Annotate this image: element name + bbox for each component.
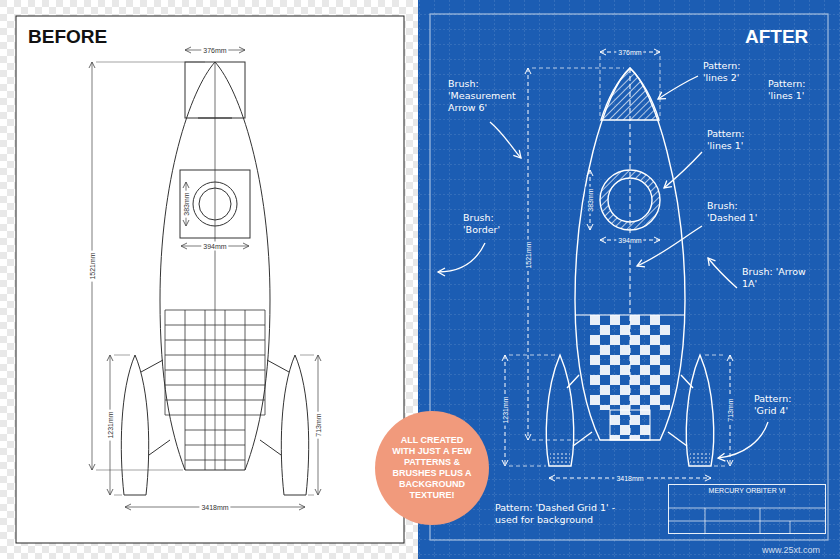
title-block-lines — [668, 508, 826, 534]
extension-line — [300, 355, 314, 495]
dimension-label: 376mm — [201, 46, 228, 55]
left-fin — [546, 355, 573, 466]
dimension-label: 383mm — [586, 186, 595, 213]
fin-dots — [550, 452, 570, 465]
plain-dimensions — [92, 50, 318, 507]
callout-arrow — [438, 243, 485, 272]
right-fin — [281, 355, 308, 495]
dimension-label: 376mm — [616, 48, 643, 57]
extension-line — [96, 62, 205, 470]
watermark: www.25xt.com — [762, 545, 820, 556]
dimension-label: 713mm — [314, 411, 323, 438]
callout-note: Brush: 'Dashed 1' — [707, 200, 773, 224]
body-grid — [165, 310, 265, 470]
callout-note: Brush: 'Arrow 1A' — [742, 266, 812, 290]
panel-heading: BEFORE — [28, 26, 107, 48]
plain-rocket — [121, 62, 308, 495]
rocket-body — [160, 62, 270, 470]
callout-note: Brush: 'Measurement Arrow 6' — [448, 78, 530, 114]
callout-arrows — [438, 76, 768, 458]
badge-fill — [375, 411, 489, 525]
extension-line — [705, 355, 726, 466]
extension-line — [509, 355, 555, 466]
callout-arrow — [718, 422, 768, 458]
blueprint-rocket — [546, 68, 713, 466]
rocket-body — [575, 68, 685, 440]
paper-sheet — [16, 16, 404, 543]
extension-line — [600, 56, 660, 118]
callout-arrow — [637, 226, 702, 266]
extension-line — [114, 355, 130, 495]
callout-arrow — [490, 122, 521, 158]
left-fin — [121, 355, 148, 495]
porthole-outer — [193, 182, 237, 226]
checker-section — [590, 315, 670, 410]
dimension-label: 1521mm — [524, 239, 533, 270]
callout-note: Pattern: 'lines 1' — [707, 128, 769, 152]
callout-note: Pattern: 'lines 2' — [703, 60, 765, 84]
title-text: MERCURY ORBITER VI — [709, 485, 786, 497]
section-edge — [575, 315, 685, 316]
dimension-label: 3418mm — [614, 474, 645, 483]
blueprint-dimensions — [505, 52, 730, 478]
title-block-rules — [668, 508, 826, 534]
callout-arrow — [664, 152, 702, 188]
callout-arrow — [708, 258, 737, 288]
dimension-label: 394mm — [201, 242, 228, 251]
fin-dots — [690, 452, 710, 465]
dimension-label: 1231mm — [501, 394, 510, 425]
extension-line — [532, 68, 624, 440]
porthole-inner — [199, 188, 231, 220]
page-border — [430, 14, 828, 540]
dimension-label: 394mm — [616, 236, 643, 245]
title-block: MERCURY ORBITER VI — [668, 484, 826, 534]
callout-note: Pattern: 'lines 1' — [768, 78, 826, 102]
porthole-box — [180, 170, 250, 238]
dimension-label: 3418mm — [199, 503, 230, 512]
fin-struts — [141, 360, 289, 455]
callout-note: Pattern: 'Dashed Grid 1' - used for back… — [495, 502, 640, 526]
dimension-label: 713mm — [726, 396, 735, 423]
dimension-label: 383mm — [182, 190, 191, 217]
right-fin — [686, 355, 713, 466]
dimension-label: 1231mm — [106, 409, 115, 440]
center-line — [215, 62, 216, 470]
transparency-ground — [0, 0, 418, 559]
callout-arrow — [658, 76, 698, 99]
badge-text: ALL CREATED WITH JUST A FEW PATTERNS & B… — [388, 435, 476, 501]
center-line — [630, 68, 631, 440]
callout-note: Brush: 'Border' — [463, 212, 521, 236]
dimension-label: 1521mm — [88, 250, 97, 281]
fin-struts — [567, 375, 693, 446]
panel-heading: AFTER — [745, 26, 808, 48]
callout-note: Pattern: 'Grid 4' — [754, 393, 816, 417]
badge-circle: ALL CREATED WITH JUST A FEW PATTERNS & B… — [375, 411, 489, 525]
